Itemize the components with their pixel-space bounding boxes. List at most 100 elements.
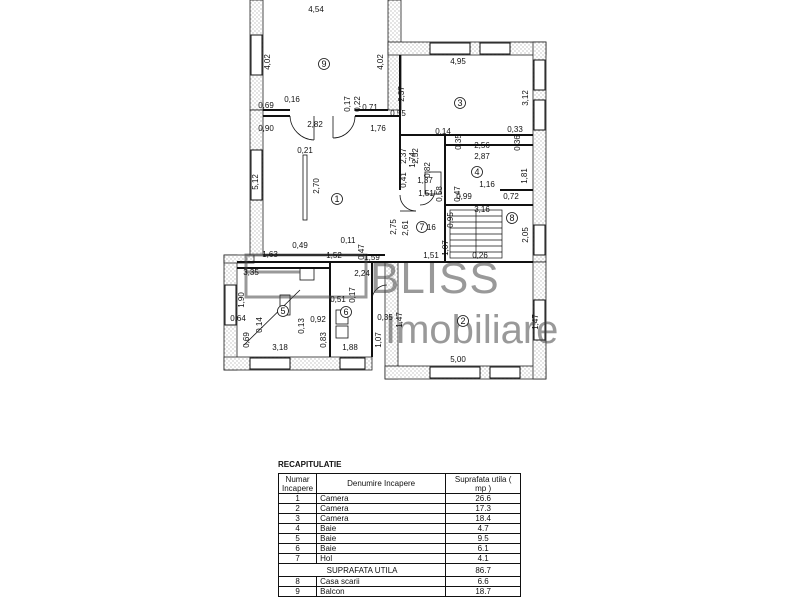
recap-summary-label: SUPRAFATA UTILA [277,563,447,577]
dimension-label: 3,16 [474,205,490,214]
dimension-label: 0,22 [353,96,362,112]
room-number: 3 [457,98,462,108]
dimension-label: 2,37 [399,148,408,164]
watermark-line1: BLISS [370,254,500,303]
recap-header-name: Denumire Incapere [316,473,447,494]
fixtures [243,154,442,346]
room-marker-circle [416,221,428,233]
dimension-label: 0,95 [446,212,455,228]
recap-header-area: Suprafata utila ( mp ) [445,473,522,494]
dimension-label: 1,52 [326,251,342,260]
room-number: 7 [419,222,424,232]
dimension-label: 0,14 [435,127,451,136]
room-marker-circle [277,305,289,317]
dimension-label: 0,16 [420,223,436,232]
room-number: 9 [321,59,326,69]
dimension-label: 1,81 [520,168,529,184]
dimension-label: 0,17 [343,96,352,112]
recap-cell-area: 17.3 [445,503,522,514]
recap-cell-name: Casa scarii [316,576,447,587]
dimension-label: 1,63 [262,250,278,259]
recap-cell-num: 9 [277,586,318,597]
dimension-label: 0,36 [513,135,522,151]
dimension-label: 0,41 [399,172,408,188]
dimension-label: 1,37 [417,176,433,185]
dimension-label: 2,52 [411,148,420,164]
recap-cell-num: 4 [277,523,318,534]
room-number: 8 [509,213,514,223]
room-marker-circle [457,315,469,327]
dimension-label: 1,88 [342,343,358,352]
dimension-label: 0,17 [348,287,357,303]
dimension-label: 0,35 [377,313,393,322]
recap-summary-area: 86.7 [445,563,522,577]
dimension-label: 0,64 [230,314,246,323]
recap-cell-area: 18.4 [445,513,522,524]
dimension-label: 4,95 [450,57,466,66]
dimension-label: 2,24 [354,269,370,278]
dimension-label: 0,92 [310,315,326,324]
windows [224,34,546,379]
dimension-label: 0,16 [284,95,300,104]
dimension-label: 1,16 [479,180,495,189]
dimension-label: 1,59 [364,253,380,262]
recap-cell-name: Camera [316,513,447,524]
recap-cell-num: 8 [277,576,318,587]
recap-cell-area: 6.6 [445,576,522,587]
dimension-label: 4,54 [308,5,324,14]
recap-cell-num: 2 [277,503,318,514]
dimension-label: 0,11 [341,236,357,245]
dimension-label: 2,61 [401,220,410,236]
dimension-label: 1,07 [374,332,383,348]
dimension-label: 0,47 [357,244,366,260]
room-number: 6 [343,307,348,317]
room-marker-circle [471,166,483,178]
dimension-label: 0,90 [258,124,274,133]
dimension-label: 0,26 [472,251,488,260]
watermark: BLISS Imobiliare [244,253,558,352]
dimension-label: 3,12 [521,90,530,106]
recap-cell-num: 1 [277,493,318,504]
dimension-label: 1,51 [423,251,439,260]
dimension-label: 0,13 [297,318,306,334]
dimension-label: 0,69 [258,101,274,110]
recap-cell-area: 9.5 [445,533,522,544]
dimension-label: 0,83 [319,332,328,348]
recap-cell-num: 5 [277,533,318,544]
room-marker-circle [506,212,518,224]
watermark-line2: Imobiliare [385,308,558,352]
dimension-label: 3,18 [272,343,288,352]
dimension-label: 0,35 [454,134,463,150]
dimension-label: 2,87 [474,152,490,161]
doors [289,115,436,301]
staircase [449,209,503,259]
dimension-label: 0,21 [297,146,313,155]
dimension-label: 1,51 [418,189,434,198]
dimension-label: 1,47 [395,312,404,328]
room-marker-3: 3 [454,97,466,109]
dimension-label: 2,70 [312,178,321,194]
recap-title: RECAPITULATIE [278,460,342,469]
room-marker-8: 8 [506,212,518,224]
room-marker-6: 6 [340,306,352,318]
dimension-label: 3,35 [243,268,259,277]
dimension-label: 0,51 [330,295,346,304]
room-marker-9: 9 [318,58,330,70]
dimension-label: 0,58 [435,186,444,202]
dimension-label: 0,72 [503,192,519,201]
room-number: 5 [280,306,285,316]
dimension-label: 1,90 [237,292,246,308]
dimension-label: 4,02 [263,54,272,70]
dimension-label: 0,71 [362,103,378,112]
dimension-label: 0,82 [423,162,432,178]
room-number: 4 [474,167,479,177]
recap-cell-num: 6 [277,543,318,554]
